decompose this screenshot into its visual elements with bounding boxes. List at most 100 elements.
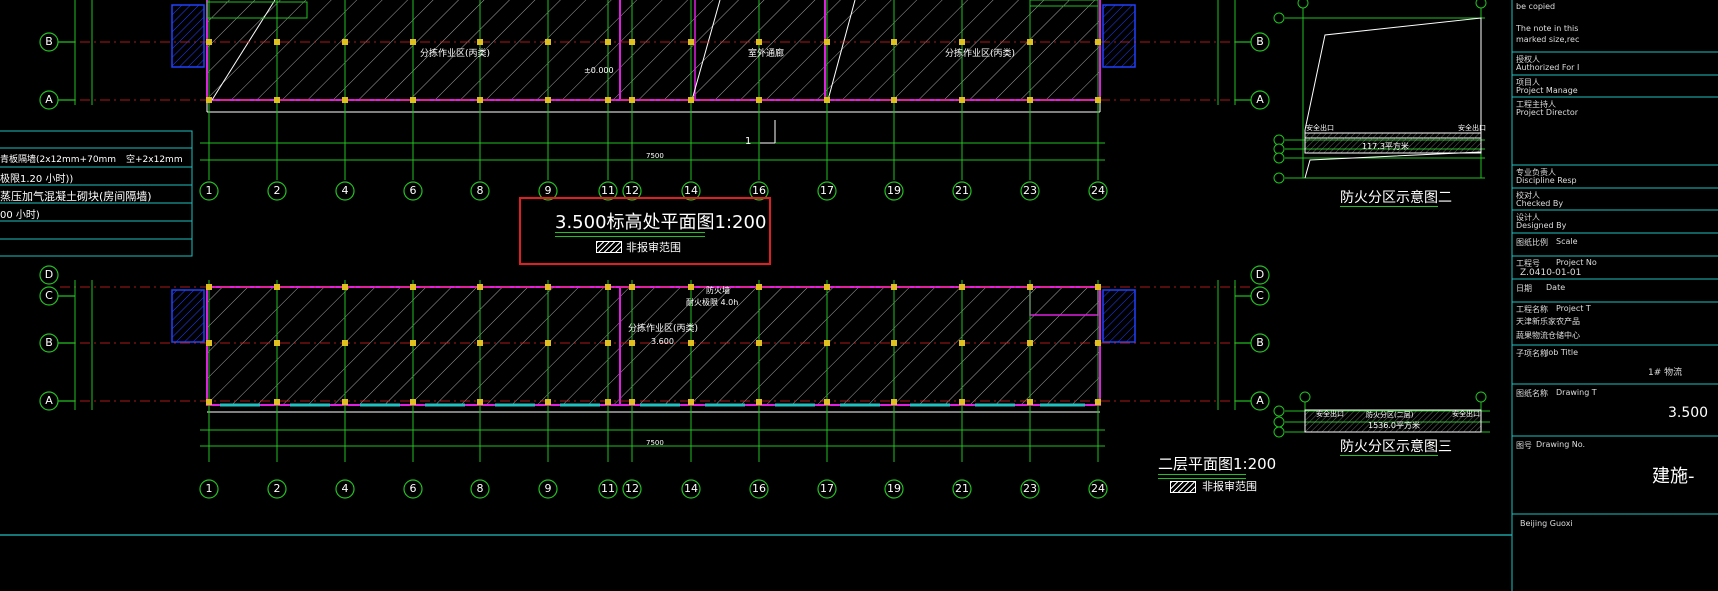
tb-pt-cn: 工程名称 [1516, 305, 1548, 314]
tb-dr-cn: 专业负责人 [1516, 168, 1556, 177]
tb-note1: be copied [1516, 2, 1556, 11]
legend-line4: 00 小时) [0, 210, 40, 221]
bottom-col-8: 8 [476, 482, 484, 495]
tb-jt-cn: 子项名称 [1516, 349, 1548, 358]
fire-diag2-exit-left: 安全出口 [1306, 124, 1334, 132]
plan-3500 [60, 0, 1250, 180]
fire-diag2-title: 防火分区示意图二 [1340, 190, 1452, 206]
top-col-11: 11 [601, 184, 615, 197]
bottom-col-16: 16 [752, 482, 766, 495]
plan1-title-underline [555, 232, 705, 237]
tb-dwg-cn: 图纸名称 [1516, 389, 1548, 398]
top-row-right-A: A [1256, 93, 1264, 106]
top-col-8: 8 [476, 184, 484, 197]
plan2-legend-swatch [1170, 481, 1196, 493]
top-col-14: 14 [684, 184, 698, 197]
tb-note3: marked size,rec [1516, 35, 1580, 44]
tb-pn-en: Project No [1556, 258, 1597, 267]
fire-diag3-exit-left: 安全出口 [1316, 410, 1344, 418]
top-plan-hatch [207, 0, 1100, 100]
top-col-17: 17 [820, 184, 834, 197]
bottom-col-17: 17 [820, 482, 834, 495]
fire-diag3-zone: 防火分区(二层) [1366, 411, 1414, 419]
bottom-row-right-C: C [1256, 289, 1264, 302]
plan2-title-underline [1158, 474, 1246, 479]
top-col-19: 19 [887, 184, 901, 197]
tb-ds-cn: 设计人 [1516, 213, 1540, 222]
tb-dt-cn: 日期 [1516, 284, 1532, 293]
tb-note2: The note in this [1516, 24, 1579, 33]
top-col-21: 21 [955, 184, 969, 197]
top-col-12: 12 [625, 184, 639, 197]
tb-jt-val: 1# 物流 [1648, 368, 1683, 378]
bottom-col-14: 14 [684, 482, 698, 495]
plan2-title: 二层平面图1:200 [1158, 455, 1277, 473]
dim-total-bottom: 7500 [646, 439, 664, 447]
room-label-1: 分拣作业区(丙类) [420, 49, 491, 59]
fire-diag3-area: 1536.0平方米 [1368, 421, 1420, 430]
bottom-col-21: 21 [955, 482, 969, 495]
tb-pt-val1: 天津新乐家农产品 [1516, 317, 1580, 326]
tb-dwg-val: 3.500 [1668, 405, 1709, 421]
tb-sc-cn: 图纸比例 [1516, 238, 1548, 247]
legend-line3: 蒸压加气混凝土砌块(房间隔墙) [0, 190, 152, 203]
legend-line1-a: 青板隔墙(2x12mm+70mm [0, 155, 117, 165]
bottom-row-right-D: D [1255, 268, 1265, 281]
fire-diag3-exit-right: 安全出口 [1452, 410, 1480, 418]
fire-diag2-exit-right: 安全出口 [1458, 124, 1486, 132]
top-col-2: 2 [273, 184, 281, 197]
fire-zone-diagram-3 [1273, 391, 1490, 438]
plan1-legend-swatch [596, 241, 622, 253]
tb-sc-en: Scale [1556, 237, 1578, 246]
bottom-row-left-A: A [45, 394, 53, 407]
bottom-col-1: 1 [205, 482, 213, 495]
tb-auth-cn: 授权人 [1516, 55, 1540, 64]
dim-total-top: 7500 [646, 152, 664, 160]
plan2-legend-text: 非报审范围 [1202, 480, 1257, 493]
top-col-6: 6 [409, 184, 417, 197]
top-col-4: 4 [341, 184, 349, 197]
room-label-4: 分拣作业区(丙类) [628, 324, 699, 334]
room-label-3: 分拣作业区(丙类) [945, 49, 1016, 59]
tb-pm-en: Project Manage [1516, 86, 1578, 95]
tb-dwg-en: Drawing T [1556, 388, 1597, 397]
top-col-24: 24 [1091, 184, 1105, 197]
top-col-1: 1 [205, 184, 213, 197]
top-col-16: 16 [752, 184, 766, 197]
tb-pn-cn: 工程号 [1516, 259, 1540, 268]
fire-diag2-area: 117.3平方米 [1362, 142, 1409, 151]
bottom-col-2: 2 [273, 482, 281, 495]
plan1-title: 3.500标高处平面图1:200 [555, 212, 767, 233]
tb-pd-en: Project Director [1516, 108, 1579, 117]
tb-ck-en: Checked By [1516, 199, 1564, 208]
fire-wall-label: 防火墙 [706, 286, 730, 295]
fire-diag3-title: 防火分区示意图三 [1340, 439, 1452, 455]
bottom-row-left-D: D [44, 268, 54, 281]
tb-ds-en: Designed By [1516, 221, 1567, 230]
highlight-box [519, 197, 771, 265]
legend-line1-b: 空+2x12mm [126, 155, 183, 165]
fire-diag3-underline [1340, 455, 1438, 456]
bottom-col-12: 12 [625, 482, 639, 495]
tb-dt-en: Date [1546, 283, 1566, 292]
plan-second-floor [60, 280, 1250, 462]
tb-pm-cn: 项目人 [1516, 78, 1540, 87]
top-col-9: 9 [544, 184, 552, 197]
room-label-2: 室外通廊 [748, 49, 785, 59]
top-col-23: 23 [1023, 184, 1037, 197]
top-row-left-B: B [45, 35, 53, 48]
plan1-legend-text: 非报审范围 [626, 241, 681, 254]
bottom-row-left-B: B [45, 336, 53, 349]
tb-dwg-no-val: 建施- [1652, 466, 1695, 487]
tb-dwg-no-en: Drawing No. [1536, 440, 1586, 449]
elev-tag-2: 3.600 [651, 337, 674, 346]
top-row-left-A: A [45, 93, 53, 106]
bottom-col-23: 23 [1023, 482, 1037, 495]
bottom-row-right-A: A [1256, 394, 1264, 407]
legend-line2: 极限1.20 小时)) [0, 174, 74, 185]
bottom-row-left-C: C [45, 289, 53, 302]
bottom-col-4: 4 [341, 482, 349, 495]
elev-tag: ±0.000 [584, 66, 614, 75]
tb-pt-en: Project T [1556, 304, 1591, 313]
